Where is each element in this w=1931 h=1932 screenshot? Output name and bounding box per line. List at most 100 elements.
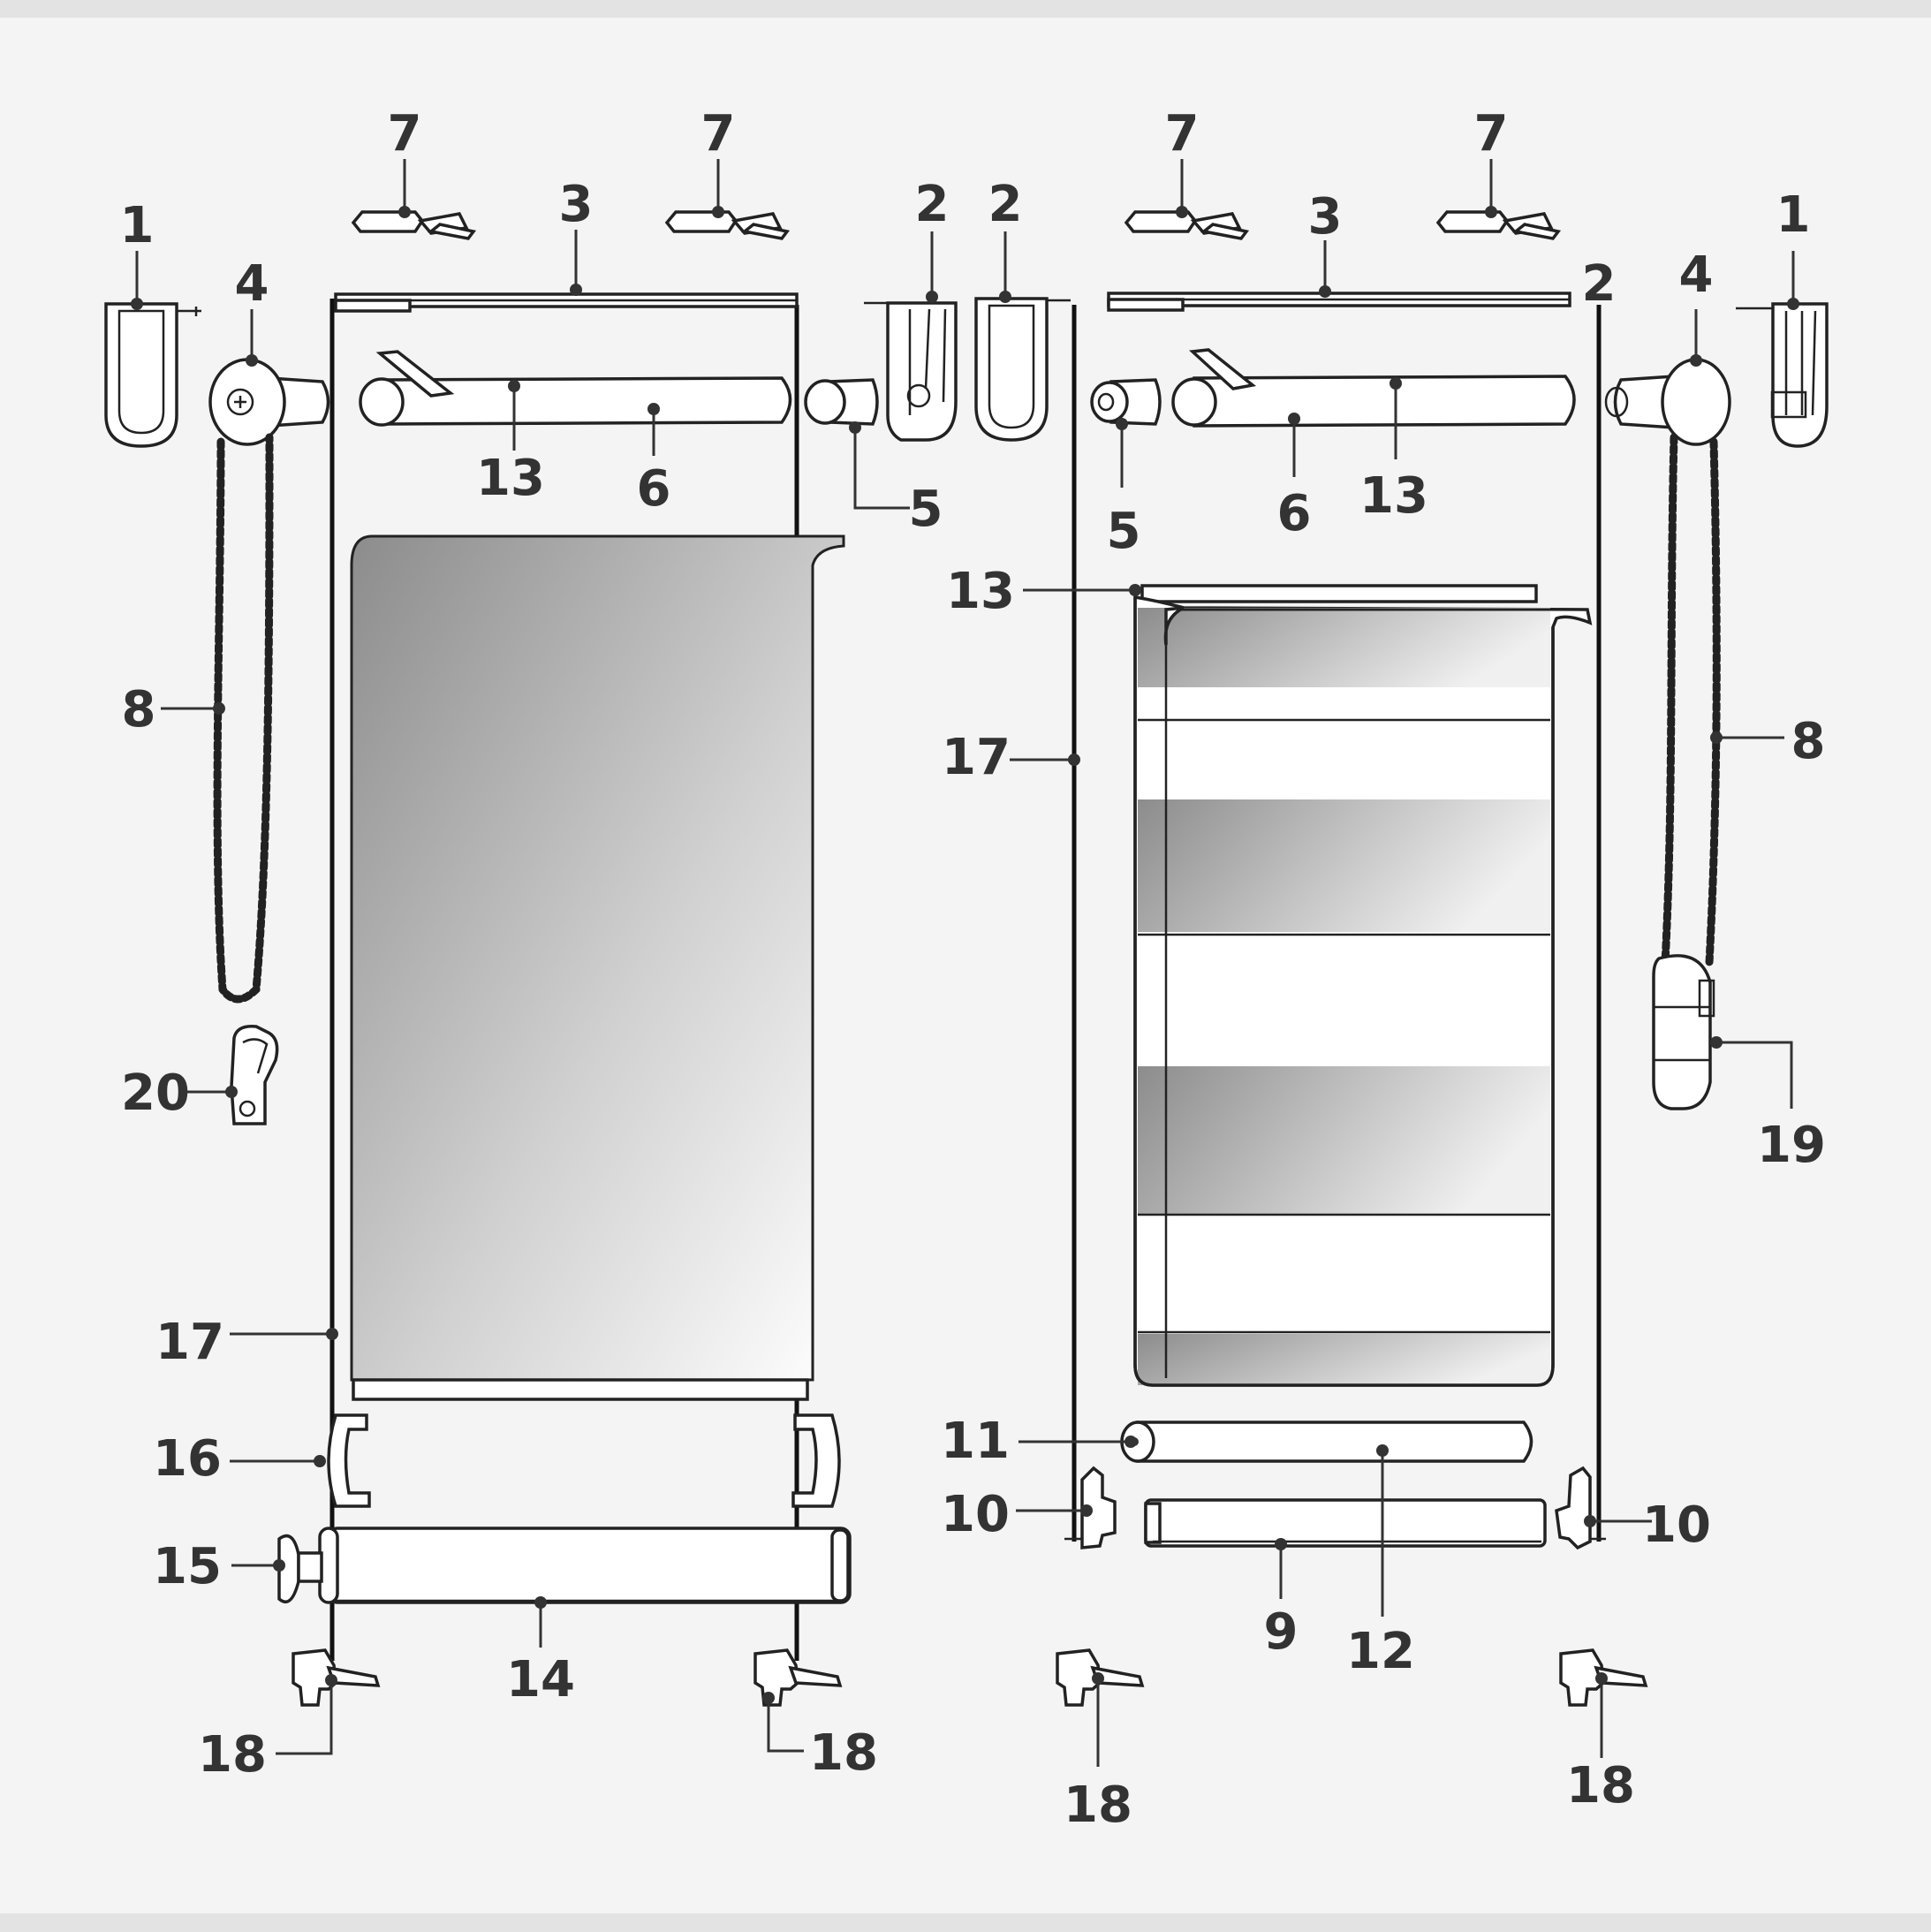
end-bracket-left [104, 302, 201, 448]
callout-18-d: 18 [1566, 1672, 1635, 1815]
callout-1-left: 1 [120, 197, 155, 310]
callout-14: 14 [506, 1596, 575, 1708]
callout-12: 12 [1346, 1444, 1415, 1680]
callout-2-b: 2 [988, 176, 1023, 303]
bottom-rail-caps-left-b [791, 1413, 841, 1508]
callout-9: 9 [1264, 1538, 1299, 1661]
left-blind-assembly [104, 210, 958, 1707]
roller-fabric-left [350, 534, 845, 1382]
svg-text:10: 10 [941, 1486, 1010, 1543]
roller-tube-left [359, 350, 792, 427]
callout-4-right: 4 [1679, 246, 1714, 367]
chain-connector [230, 1025, 279, 1125]
svg-text:13: 13 [1359, 467, 1428, 525]
top-rail-left-cap [334, 299, 412, 313]
bottom-band [0, 1913, 1931, 1932]
svg-text:4: 4 [235, 255, 269, 313]
svg-text:2: 2 [988, 176, 1023, 233]
top-band [0, 0, 1931, 18]
callout-19: 19 [1710, 1036, 1826, 1174]
svg-text:8: 8 [1791, 713, 1826, 770]
svg-text:19: 19 [1757, 1117, 1826, 1174]
bottom-tube-right [1120, 1421, 1533, 1463]
bottom-rail-end-left [1064, 1466, 1117, 1549]
bead-chain-right [1661, 433, 1721, 967]
svg-text:3: 3 [1308, 188, 1343, 246]
callout-17-left: 17 [155, 1314, 338, 1371]
callout-3-right: 3 [1308, 188, 1343, 298]
bottom-rail-right [1144, 1498, 1547, 1548]
bottom-rail-caps-left-a [327, 1413, 371, 1508]
callout-10-right: 10 [1584, 1496, 1711, 1554]
svg-text:7: 7 [1474, 105, 1509, 163]
mounting-clip-right-a [1124, 210, 1250, 240]
svg-text:1: 1 [120, 197, 155, 254]
svg-text:7: 7 [701, 105, 736, 163]
svg-text:7: 7 [1165, 105, 1200, 163]
callout-16: 16 [153, 1430, 326, 1488]
callout-15: 15 [153, 1538, 285, 1595]
callout-7-a: 7 [388, 105, 422, 218]
svg-text:6: 6 [637, 460, 671, 518]
right-blind-assembly [974, 210, 1829, 1707]
svg-text:6: 6 [1277, 485, 1312, 542]
callout-6-right: 6 [1277, 413, 1312, 542]
svg-text:20: 20 [121, 1064, 190, 1122]
mounting-clip-left-b [664, 210, 791, 240]
bottom-rail-end-right [1555, 1466, 1606, 1550]
idle-end-plug-left [804, 378, 879, 426]
idle-end-plug-right [1090, 378, 1162, 426]
svg-text:5: 5 [1107, 503, 1141, 560]
svg-text:17: 17 [942, 729, 1011, 786]
svg-text:10: 10 [1642, 1496, 1711, 1554]
svg-text:13: 13 [476, 450, 545, 507]
callout-8-right: 8 [1710, 713, 1825, 770]
svg-text:2: 2 [915, 176, 950, 233]
svg-text:16: 16 [153, 1430, 222, 1488]
bottom-rail-left [318, 1527, 852, 1604]
svg-text:18: 18 [809, 1724, 878, 1782]
roller-tube-right [1171, 348, 1576, 428]
svg-text:7: 7 [388, 105, 422, 163]
callout-1-right: 1 [1776, 186, 1811, 310]
callout-4-left: 4 [235, 255, 269, 367]
callout-18-c: 18 [1064, 1672, 1132, 1834]
floor-clip-left-b [753, 1648, 843, 1707]
callout-13-right: 13 [1359, 377, 1428, 525]
fabric-bottom-strip-left [352, 1378, 809, 1401]
callout-7-b: 7 [701, 105, 736, 218]
svg-text:13: 13 [946, 563, 1015, 620]
svg-text:2: 2 [1582, 255, 1617, 313]
callout-8-left: 8 [122, 681, 225, 739]
callout-7-d: 7 [1474, 105, 1509, 218]
zebra-fabric-right [1133, 584, 1593, 1387]
callout-18-b: 18 [762, 1692, 878, 1782]
callout-18-a: 18 [198, 1674, 337, 1784]
svg-text:3: 3 [559, 176, 594, 233]
svg-text:15: 15 [153, 1538, 222, 1595]
callout-13-left: 13 [476, 380, 545, 507]
callout-6-left: 6 [637, 403, 671, 518]
callout-20: 20 [121, 1064, 238, 1122]
callout-11: 11 [941, 1413, 1137, 1470]
svg-text:9: 9 [1264, 1603, 1299, 1661]
callout-5-right: 5 [1107, 418, 1141, 560]
callout-2-c: 2 [1582, 255, 1617, 313]
callout-7-c: 7 [1165, 105, 1200, 218]
end-bracket-2-right [974, 297, 1071, 442]
svg-text:18: 18 [1064, 1777, 1132, 1834]
bottom-weight-knob [277, 1534, 323, 1603]
svg-text:14: 14 [506, 1651, 575, 1708]
svg-text:17: 17 [155, 1314, 224, 1371]
svg-text:4: 4 [1679, 246, 1714, 304]
floor-clip-left-a [292, 1648, 381, 1707]
callout-10-left: 10 [941, 1486, 1093, 1543]
svg-text:1: 1 [1776, 186, 1811, 244]
mounting-clip-left-a [351, 210, 477, 240]
svg-text:18: 18 [198, 1726, 267, 1784]
callout-17-right: 17 [942, 729, 1080, 786]
svg-text:5: 5 [909, 481, 943, 538]
callout-3-left: 3 [559, 176, 594, 296]
top-rail-right-cap [1107, 298, 1185, 312]
